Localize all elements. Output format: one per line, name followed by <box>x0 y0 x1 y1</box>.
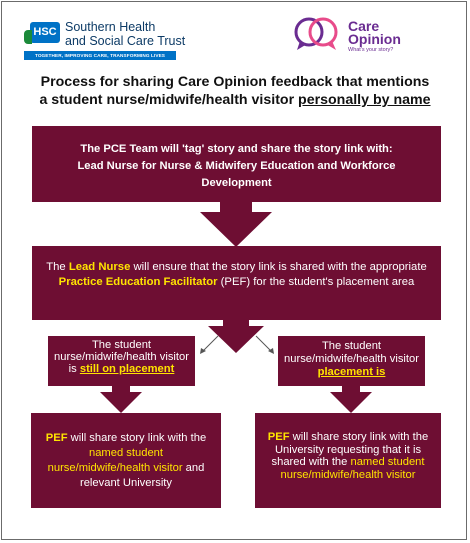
outcome-left-text-1: will share story link with the <box>67 432 207 444</box>
branch-right-highlight: placement is <box>317 366 386 378</box>
step2-text-3: (PEF) for the student's placement area <box>217 276 415 288</box>
step2-text-1: The <box>46 261 69 273</box>
outcome-right-text-1: will share story link with the Universit… <box>271 431 429 468</box>
step1-line2: Lead Nurse for Nurse & Midwifery Educati… <box>77 160 396 172</box>
outcome-right-pef: PEF <box>267 431 290 443</box>
outcome-left-pef: PEF <box>45 432 68 444</box>
arrow-down-2 <box>208 318 264 353</box>
arrow-down-right <box>330 386 372 413</box>
step2-lead-nurse: Lead Nurse <box>68 261 131 273</box>
hsc-logo-text: HSC <box>33 26 57 38</box>
hsc-logo: HSC <box>30 22 60 43</box>
trust-name-line1: Southern Health <box>65 20 156 34</box>
step1-line1: The PCE Team will 'tag' story and share … <box>80 143 393 155</box>
title-line2-emphasis: personally by name <box>298 92 431 108</box>
step1-line3: Development <box>201 177 272 189</box>
care-opinion-line1: Care <box>348 18 380 34</box>
care-opinion-line2: Opinion <box>348 31 401 47</box>
title-line2-prefix: a student nurse/midwife/health visitor <box>39 92 299 108</box>
branch-left-text: The student nurse/midwife/health visitor… <box>54 339 189 375</box>
branch-left-box: The student nurse/midwife/health visitor… <box>48 336 195 386</box>
trust-name-line2: and Social Care Trust <box>65 34 186 48</box>
title-line1: Process for sharing Care Opinion feedbac… <box>40 74 430 90</box>
trust-name: Southern Health and Social Care Trust <box>65 20 185 48</box>
trust-tagline: TOGETHER, IMPROVING CARE, TRANSFORMING L… <box>24 51 176 60</box>
hsc-logo-swoosh <box>24 30 32 44</box>
arrow-down-left <box>100 386 142 413</box>
step2-text-2: will ensure that the story link is share… <box>130 261 427 273</box>
outcome-left-text-2: and relevant University <box>79 462 205 489</box>
step2-pef-title: Practice Education Facilitator <box>58 276 218 288</box>
branch-connectors <box>200 335 274 354</box>
step2-box: The Lead Nurse will ensure that the stor… <box>32 246 441 320</box>
care-opinion-tagline: What's your story? <box>348 47 394 53</box>
title-line2: a student nurse/midwife/health visitor p… <box>0 91 470 109</box>
step1-box: The PCE Team will 'tag' story and share … <box>32 126 441 202</box>
page-title: Process for sharing Care Opinion feedbac… <box>0 73 470 109</box>
outcome-left-box: PEF will share story link with the named… <box>31 413 221 508</box>
branch-right-box: The student nurse/midwife/health visitor… <box>278 336 425 386</box>
care-opinion-wordmark: Care Opinion <box>348 18 401 47</box>
care-opinion-logo-icon <box>294 17 338 50</box>
branch-right-text: The student nurse/midwife/health visitor <box>284 340 419 365</box>
arrow-down-1 <box>200 200 272 247</box>
outcome-right-named-student: named student nurse/midwife/health visit… <box>280 456 425 481</box>
branch-left-highlight: still on placement <box>79 363 175 375</box>
outcome-left-named-student: named student nurse/midwife/health visit… <box>47 447 183 474</box>
outcome-right-box: PEF will share story link with the Unive… <box>255 413 441 508</box>
